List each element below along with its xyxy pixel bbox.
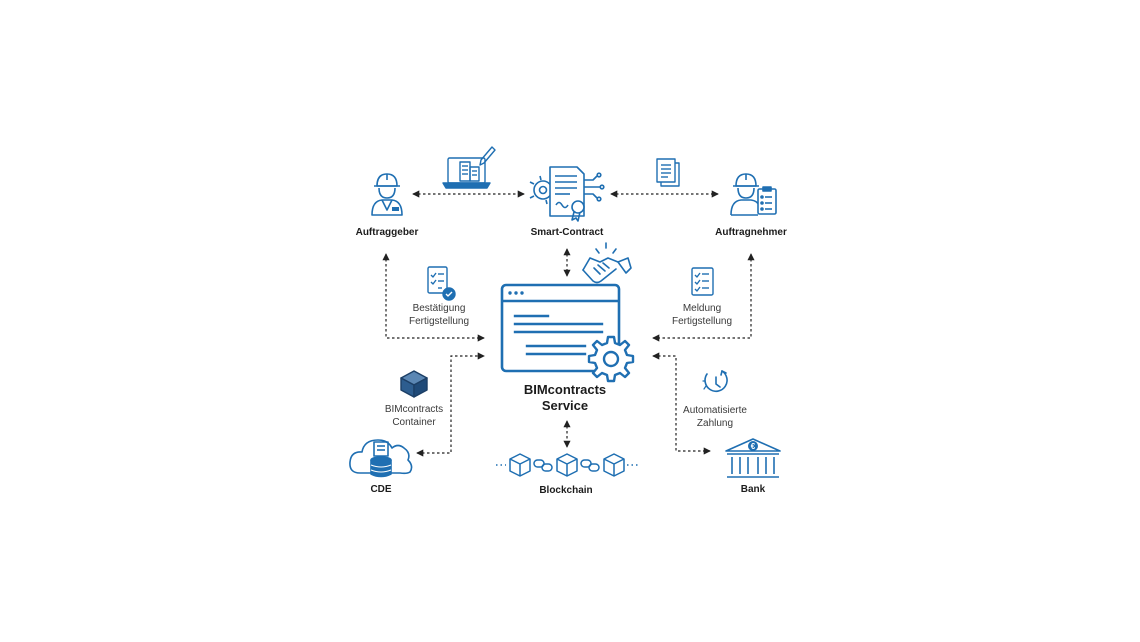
arrow-service-bank [652,352,711,455]
documents-icon [656,158,680,187]
browser-gear-icon [500,283,635,383]
checklist-check-icon [427,266,456,301]
checklist-icon [691,267,714,296]
clock-refresh-icon [702,370,728,393]
handshake-icon [582,242,632,284]
node-label-bank: Bank [740,484,766,495]
annotation-zahlung-line2: Zahlung [696,418,734,429]
annotation-container-line1: BIMcontracts [384,404,444,415]
connectors [382,190,755,457]
annotation-container: BIMcontracts Container [364,403,464,429]
annotation-bestaetigung: Bestätigung Fertigstellung [389,302,489,328]
node-label-auftraggeber: Auftraggeber [355,227,419,238]
annotation-zahlung: Automatisierte Zahlung [665,404,765,430]
annotation-zahlung-line1: Automatisierte [683,405,747,416]
service-title-line1: BIMcontracts [523,382,607,397]
annotation-meldung-line1: Meldung [682,303,722,314]
annotation-bestaetigung-line1: Bestätigung [412,303,466,314]
node-label-smart-contract: Smart-Contract [530,227,604,238]
annotation-meldung-line2: Fertigstellung [671,316,733,327]
blockchain-icon [496,453,640,477]
node-label-cde: CDE [370,484,392,495]
service-title-line2: Service [541,398,589,413]
arrow-cde-service [416,352,485,457]
worker-icon [371,173,403,216]
annotation-container-line2: Container [392,417,436,428]
cloud-database-icon [349,439,413,478]
node-label-blockchain: Blockchain [539,485,593,496]
service-title: BIMcontracts Service [505,382,625,414]
building-plan-icon [442,146,496,189]
annotation-bestaetigung-line2: Fertigstellung [408,316,470,327]
cube-icon [400,370,428,398]
smart-contract-icon [529,166,605,222]
annotation-meldung: Meldung Fertigstellung [652,302,752,328]
node-label-auftragnehmer: Auftragnehmer [715,227,787,238]
worker-checklist-icon [730,173,777,216]
bank-euro-icon: € [725,438,781,478]
svg-text:€: € [751,442,756,451]
